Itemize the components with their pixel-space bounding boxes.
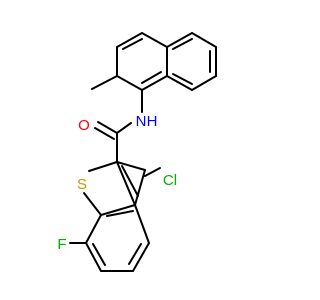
bond-double <box>172 73 193 85</box>
bond-double <box>94 127 115 140</box>
bond <box>116 32 143 48</box>
bonds <box>83 32 217 216</box>
bond-double <box>92 243 106 266</box>
bond <box>166 75 193 91</box>
benzothiophene-bonds <box>69 167 161 272</box>
bond-double <box>122 38 143 50</box>
bond <box>191 75 217 91</box>
bond <box>88 161 118 172</box>
nitrogen-label: N <box>136 113 147 130</box>
bond <box>141 32 168 48</box>
hydrogen-label: H <box>147 113 158 130</box>
molecule-diagram: O N H S Cl F <box>57 32 217 272</box>
sulfur-label: S <box>77 176 87 193</box>
bond <box>166 32 193 48</box>
bond <box>116 161 136 206</box>
bond <box>191 32 217 48</box>
bond <box>144 167 161 177</box>
atom-labels: O N H S Cl F <box>57 113 177 253</box>
bond <box>85 214 102 244</box>
bond <box>116 75 143 91</box>
bond <box>141 75 168 91</box>
bond <box>116 161 146 171</box>
bond <box>134 169 146 206</box>
bond-double <box>172 38 193 50</box>
oxygen-label: O <box>78 117 90 134</box>
bond <box>134 204 150 244</box>
bond <box>100 204 136 216</box>
bond-double <box>97 121 118 134</box>
fluorine-label: F <box>57 236 66 253</box>
chlorine-label: Cl <box>163 172 177 189</box>
bond <box>132 242 150 272</box>
molecule-structure: O N H S Cl F <box>57 32 217 272</box>
bond-double <box>106 210 134 217</box>
bond <box>83 192 102 216</box>
bond-double <box>141 71 162 84</box>
bond <box>116 122 132 134</box>
bond-double <box>128 243 142 265</box>
bond <box>85 242 102 272</box>
bond-double <box>121 165 139 197</box>
bond-methyl <box>91 75 118 90</box>
